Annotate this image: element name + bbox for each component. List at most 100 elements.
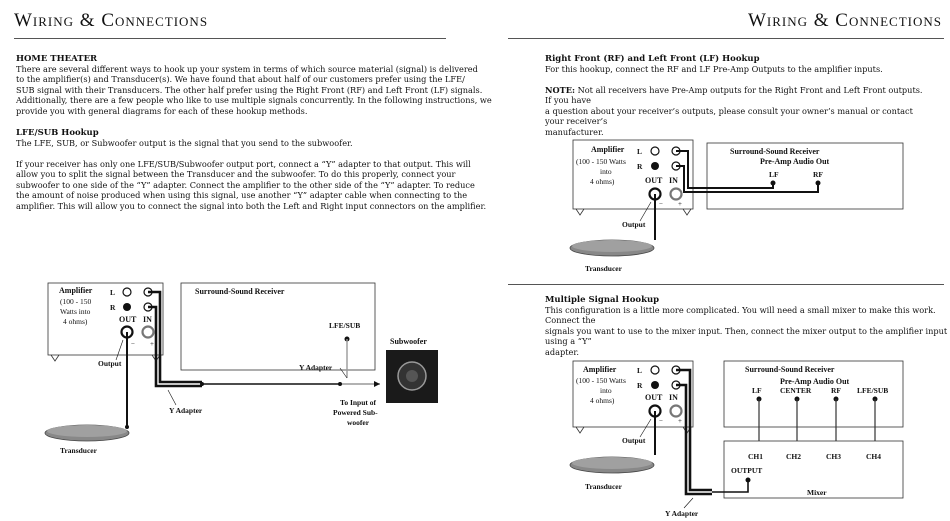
amp-spec-3: 4 ohms) (590, 396, 615, 405)
to-input-1: To Input of (340, 398, 376, 407)
home-theater-text: There are several different ways to hook… (16, 64, 492, 116)
rf-cable (676, 165, 819, 193)
minus-label: − (131, 340, 135, 348)
y-adapter-label: Y Adapter (665, 509, 699, 518)
text-line: allow you to split the signal between th… (16, 169, 456, 180)
receiver-title: Surround-Sound Receiver (195, 287, 285, 296)
y-cable-l (148, 290, 202, 384)
ch3-label: CH3 (826, 452, 841, 461)
home-theater-heading: HOME THEATER (16, 54, 98, 64)
in-label: IN (143, 315, 152, 324)
output-label: Output (98, 359, 122, 368)
multi-diagram: Amplifier (100 - 150 Watts into 4 ohms) … (569, 360, 904, 518)
lfe-sub-label: LFE/SUB (857, 386, 888, 395)
speaker-in-jack (141, 325, 155, 339)
y-adapter-1: Y Adapter (299, 363, 333, 372)
plus-label: + (150, 340, 154, 348)
lfe-diagram: Amplifier (100 - 150 Watts into 4 ohms) … (44, 282, 438, 455)
text-line: subwoofer to one side of the “Y” adapter… (16, 179, 475, 190)
mixer-label: Mixer (807, 488, 827, 497)
plus-label: + (678, 200, 682, 208)
lfe-sub-label: LFE/SUB (329, 321, 360, 330)
plus-label: + (678, 417, 682, 425)
multi-heading: Multiple Signal Hookup (545, 295, 660, 305)
amp-spec-3: 4 ohms) (590, 177, 615, 186)
lfe-text: If your receiver has only one LFE/SUB/Su… (16, 159, 486, 211)
l-label: L (110, 288, 115, 297)
note-label: NOTE: (545, 85, 575, 95)
amp-spec-2: into (600, 386, 612, 395)
rf-diagram: Amplifier (100 - 150 Watts into 4 ohms) … (569, 139, 904, 273)
section-rule (508, 284, 944, 285)
ch2-label: CH2 (786, 452, 801, 461)
text-line: If your receiver has only one LFE/SUB/Su… (16, 159, 471, 169)
sub-arrow (374, 381, 380, 387)
transducer-label: Transducer (585, 482, 623, 491)
text-line: the amount of noise produced when using … (16, 190, 468, 201)
note-text: NOTE: Not all receivers have Pre-Amp out… (545, 85, 925, 137)
r-label: R (637, 162, 643, 171)
ch4-label: CH4 (866, 452, 881, 461)
r-out-jack (123, 303, 131, 311)
amp-title: Amplifier (59, 286, 93, 295)
receiver-title: Surround-Sound Receiver (730, 147, 820, 156)
amp-title: Amplifier (583, 365, 617, 374)
right-page-header: Wiring & Connections (747, 10, 942, 31)
amp-spec-1: (100 - 150 (60, 297, 91, 306)
subwoofer-label: Subwoofer (390, 337, 427, 346)
to-input-3: woofer (347, 418, 370, 427)
in-label: IN (669, 393, 678, 402)
right-header-rule (508, 38, 944, 39)
text-line: a question about your receiver’s outputs… (545, 105, 913, 127)
in-label: IN (669, 176, 678, 185)
out-label: OUT (645, 393, 663, 402)
rf-text: For this hookup, connect the RF and LF P… (545, 64, 883, 74)
to-input-2: Powered Sub- (333, 408, 378, 417)
l-label: L (637, 147, 642, 156)
y-adapter-2: Y Adapter (169, 406, 203, 415)
transducer-label: Transducer (585, 264, 623, 273)
amp-spec-1: (100 - 150 Watts (576, 376, 626, 385)
minus-label: − (659, 417, 663, 425)
amp-spec-2: Watts into (60, 307, 91, 316)
text-line: signals you want to use to the mixer inp… (545, 325, 948, 347)
output-label: Output (622, 220, 646, 229)
amp-title: Amplifier (591, 145, 625, 154)
y-cable-l (676, 368, 712, 492)
rf-label: RF (831, 386, 841, 395)
rf-label: RF (813, 170, 823, 179)
text-line: This configuration is a little more comp… (545, 305, 936, 326)
center-label: CENTER (780, 386, 812, 395)
multi-text: This configuration is a little more comp… (545, 305, 950, 357)
r-label: R (110, 303, 116, 312)
receiver-title: Surround-Sound Receiver (745, 365, 835, 374)
left-page-header: Wiring & Connections (14, 10, 209, 31)
lf-label: LF (752, 386, 762, 395)
transducer-label: Transducer (60, 446, 98, 455)
amp-spec-3: 4 ohms) (63, 317, 88, 326)
text-line: manufacturer. (545, 126, 604, 137)
out-label: OUT (119, 315, 137, 324)
amp-spec-1: (100 - 150 Watts (576, 157, 626, 166)
mixer-box (723, 440, 904, 499)
receiver-box (180, 282, 376, 371)
preamp-label: Pre-Amp Audio Out (760, 157, 830, 166)
mixer-output-cable (712, 480, 749, 493)
minus-label: − (659, 200, 663, 208)
text-line: Not all receivers have Pre-Amp outputs f… (545, 85, 923, 106)
subwoofer-dustcap (406, 370, 418, 382)
text-line: Additionally, there are a few people who… (16, 95, 492, 106)
l-label: L (637, 366, 642, 375)
output-label: Output (622, 436, 646, 445)
text-line: provide you with general diagrams for ea… (16, 105, 308, 116)
preamp-label: Pre-Amp Audio Out (780, 377, 850, 386)
out-label: OUT (645, 176, 663, 185)
text-line: amplifier. This will allow you to connec… (16, 200, 487, 211)
rf-heading: Right Front (RF) and Left Front (LF) Hoo… (545, 54, 760, 64)
y-cable-r (148, 305, 202, 388)
y-cable-r (676, 383, 712, 496)
text-line: There are several different ways to hook… (16, 64, 478, 74)
receiver-box (706, 142, 904, 210)
lfe-intro: The LFE, SUB, or Subwoofer output is the… (16, 138, 353, 148)
